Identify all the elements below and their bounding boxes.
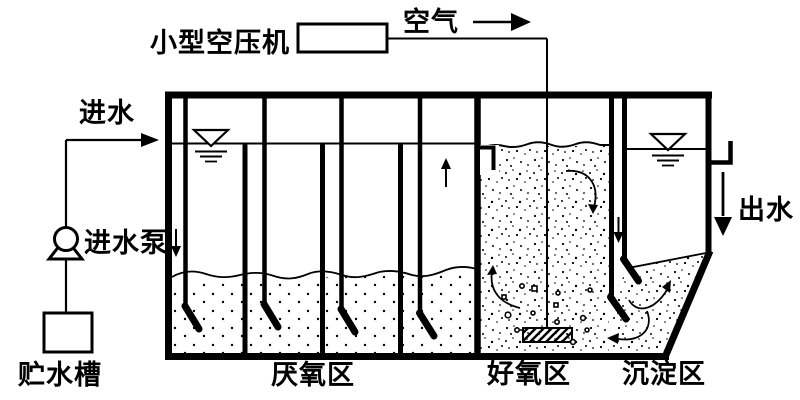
air-arrowhead	[511, 13, 531, 31]
downpipe-4-tip	[416, 309, 438, 340]
tank-structure	[165, 91, 714, 360]
storage-tank-box	[42, 311, 94, 354]
effluent-label: 出水	[738, 195, 794, 226]
water-level-symbol-settling	[648, 132, 688, 167]
downpipe-2-tip	[260, 300, 282, 331]
aerobic-zone-label: 好氧区	[486, 359, 571, 390]
air-bubbles	[501, 282, 593, 346]
effluent-outlet	[711, 141, 733, 236]
flow-arrows	[171, 158, 671, 344]
text-labels: 小型空压机 空气 进水 进水泵 贮水槽 厌氧区 好氧区 沉淀区 出水	[18, 6, 794, 391]
water-level-triangle-icon	[648, 132, 688, 152]
settling-sludge-surface	[627, 252, 707, 269]
aerobic-mixed-liquor-fill	[480, 146, 609, 353]
compressor-label: 小型空压机	[150, 27, 290, 59]
influent-label: 进水	[79, 98, 135, 129]
influent-pump-label: 进水泵	[84, 228, 168, 259]
downpipe-3-tip	[337, 305, 359, 336]
sedimentation-zone-label: 沉淀区	[622, 358, 706, 390]
circulation-arrow-aerobic-left	[490, 270, 521, 309]
compressor-box	[296, 22, 389, 54]
air-label: 空气	[403, 6, 459, 38]
air-assembly	[296, 13, 573, 343]
water-level-triangle-icon	[191, 128, 231, 148]
storage-tank-label: 贮水槽	[18, 360, 102, 391]
circulation-arrow-aerobic-right	[565, 170, 597, 208]
settling-divider-outer-tip	[607, 293, 630, 323]
effluent-arrowhead	[714, 217, 732, 236]
circulation-arrow-settling-return	[617, 310, 650, 341]
spout-pipe	[478, 145, 496, 170]
hopper-sloped-wall	[662, 249, 714, 358]
aerobic-inlet-spout	[478, 145, 499, 175]
water-level-symbol-anaerobic	[191, 128, 231, 163]
water-edge-aerobic	[479, 141, 609, 150]
settling-divider-inner-tip	[620, 255, 642, 285]
inlet-downpipe-tip	[181, 302, 203, 333]
circulation-arrow-settling-up	[628, 289, 668, 310]
anaerobic-downpipes	[181, 95, 438, 340]
influent-arrowhead	[141, 133, 159, 147]
outlet-spout-pipe	[711, 141, 733, 165]
pump-icon	[53, 226, 79, 252]
diffuser	[522, 327, 573, 343]
anaerobic-zone-label: 厌氧区	[271, 360, 355, 391]
feed-assembly	[42, 133, 159, 354]
